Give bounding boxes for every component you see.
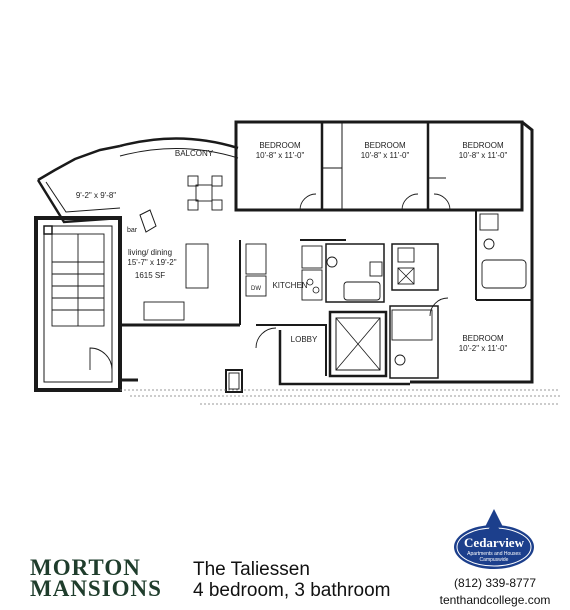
bar-label: bar	[127, 227, 138, 234]
logo-name: Cedarview	[464, 535, 525, 550]
living-dimensions: 15'-7" x 19'-2"	[127, 258, 176, 267]
bedroom4-dimensions: 10'-2" x 11'-0"	[459, 344, 508, 353]
balcony-dimensions: 9'-2" x 9'-8"	[76, 191, 116, 200]
bedroom4-label: BEDROOM	[462, 334, 504, 343]
logo-tagline-2: Campuswide	[480, 557, 509, 563]
kitchen-label: KITCHEN	[272, 281, 307, 290]
bedroom3-label: BEDROOM	[462, 141, 504, 150]
bedroom1-label: BEDROOM	[259, 141, 301, 150]
living-label: living/ dining	[128, 248, 172, 257]
logo-tagline-1: Apartments and Houses	[467, 551, 521, 557]
phone-number: (812) 339-8777	[453, 576, 537, 590]
bedroom2-label: BEDROOM	[364, 141, 406, 150]
lobby-label: LOBBY	[291, 335, 318, 344]
cedarview-logo-icon: Cedarview Apartments and Houses Campuswi…	[454, 509, 534, 569]
floor-plan: BALCONY 9'-2" x 9'-8" BEDROOM 10'-8" x 1…	[34, 120, 560, 405]
bedroom3-dimensions: 10'-8" x 11'-0"	[459, 151, 508, 160]
footer: MORTON MANSIONS The Taliessen 4 bedroom,…	[0, 509, 570, 610]
brand-line-2: MANSIONS	[30, 576, 162, 601]
bedroom2-dimensions: 10'-8" x 11'-0"	[361, 151, 410, 160]
bedroom-block	[234, 120, 524, 212]
patio-table-icon	[187, 175, 223, 211]
dishwasher-label: DW	[251, 286, 261, 292]
elevator	[328, 310, 388, 378]
brand-line-1: MORTON	[30, 555, 141, 580]
balcony-label: BALCONY	[175, 149, 214, 158]
website-link[interactable]: tenthandcollege.com	[439, 593, 551, 607]
stair-treads	[51, 233, 105, 327]
bedroom1-dimensions: 10'-8" x 11'-0"	[256, 151, 305, 160]
unit-description: 4 bedroom, 3 bathroom	[193, 580, 391, 601]
area-label: 1615 SF	[135, 271, 165, 280]
unit-name: The Taliessen	[193, 559, 310, 580]
